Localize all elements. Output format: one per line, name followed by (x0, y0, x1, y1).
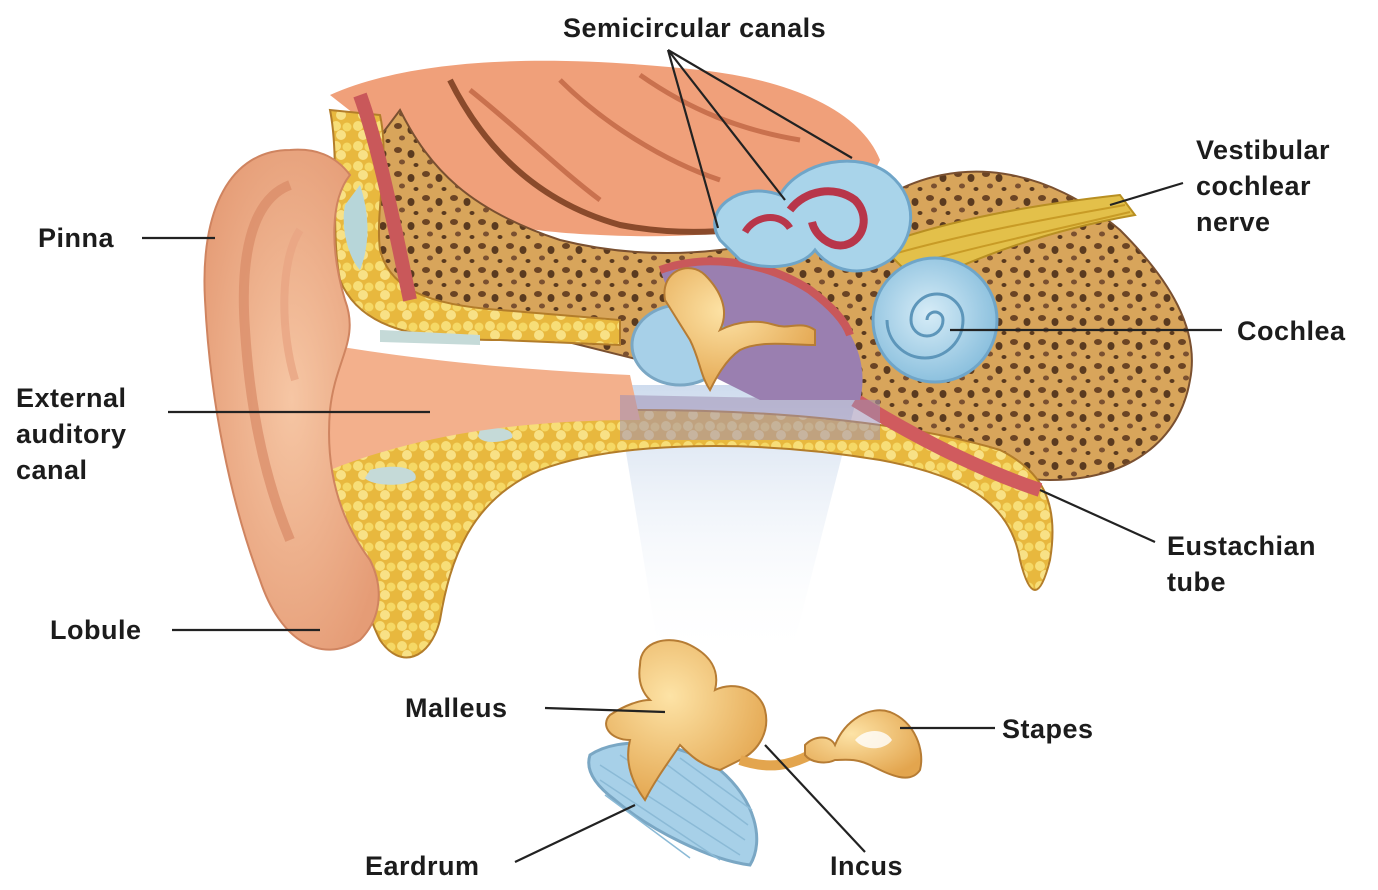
label-pinna: Pinna (38, 220, 114, 256)
label-eardrum: Eardrum (365, 848, 480, 884)
label-external-auditory-canal: External auditory canal (16, 380, 127, 488)
label-vestibular-cochlear-nerve: Vestibular cochlear nerve (1196, 132, 1330, 240)
label-cochlea: Cochlea (1237, 313, 1346, 349)
cochlea-shape (873, 258, 997, 382)
label-stapes: Stapes (1002, 711, 1094, 747)
label-semicircular-canals: Semicircular canals (563, 10, 826, 46)
label-lobule: Lobule (50, 612, 142, 648)
label-malleus: Malleus (405, 690, 508, 726)
label-eustachian-tube: Eustachian tube (1167, 528, 1316, 600)
label-incus: Incus (830, 848, 903, 884)
